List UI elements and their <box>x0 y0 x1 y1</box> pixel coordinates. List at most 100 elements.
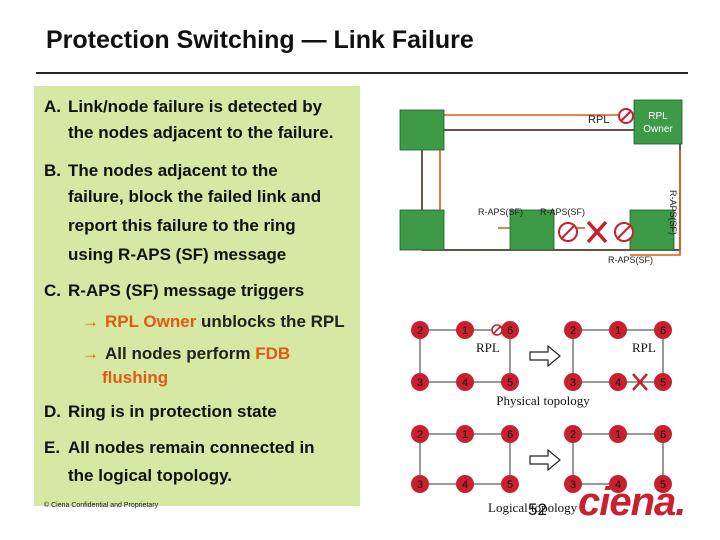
node-1 <box>456 321 474 339</box>
logo-dot-icon: . <box>675 480 686 524</box>
item-e-line2: the logical topology. <box>68 466 233 485</box>
item-d-key: D. <box>44 402 61 421</box>
item-e-line1: All nodes remain connected in <box>68 438 315 457</box>
arrow-icon: → <box>82 312 99 331</box>
node-label: 3 <box>570 377 576 389</box>
title-divider <box>36 72 688 74</box>
node-4 <box>609 373 627 391</box>
item-d: D. Ring is in protection state <box>44 397 277 427</box>
node-label: 3 <box>417 479 423 491</box>
ring-node-bottom-left <box>399 209 445 251</box>
item-a-line2: the nodes adjacent to the failure. <box>68 123 334 142</box>
sub-item-2-rest: flushing <box>102 366 168 390</box>
node-2 <box>564 425 582 443</box>
physical-before: 2 1 6 3 4 5 RPL <box>411 321 519 391</box>
rpl-owner-highlight: RPL Owner <box>105 312 197 331</box>
node-label: 6 <box>660 429 666 441</box>
node-label: 6 <box>507 325 513 337</box>
node-label: 6 <box>507 429 513 441</box>
page-number: 52 <box>528 500 547 519</box>
node-3 <box>564 373 582 391</box>
raps-label-left: R-APS(SF) <box>478 207 523 217</box>
rpl-owner-label-1: RPL <box>648 111 668 122</box>
node-2 <box>564 321 582 339</box>
rpl-block-slash <box>620 110 632 122</box>
ciena-logo: ciena. <box>578 480 686 525</box>
node-4 <box>609 475 627 493</box>
transition-arrow-icon <box>529 448 561 472</box>
logical-after: 2 1 6 3 4 5 <box>564 425 672 493</box>
logo-text: ciena <box>578 480 676 524</box>
node-label: 1 <box>615 325 621 337</box>
topology-diagrams: 2 1 6 3 4 5 RPL 2 1 6 3 4 5 RPL Physical… <box>411 321 672 515</box>
item-d-line1: Ring is in protection state <box>68 402 277 421</box>
block-slash-left <box>561 225 575 239</box>
node-label: 5 <box>660 479 666 491</box>
node-3 <box>411 373 429 391</box>
ring-node-top-left <box>399 109 445 151</box>
item-c-line1: R-APS (SF) message triggers <box>68 281 305 300</box>
fdb-highlight: FDB <box>255 344 291 363</box>
node-label: 2 <box>570 325 576 337</box>
item-b-line3: report this failure to the ring <box>68 216 296 235</box>
node-label: 2 <box>570 429 576 441</box>
node-5 <box>654 373 672 391</box>
ring-node-bottom-right <box>629 209 675 251</box>
transition-arrow-icon <box>529 344 561 368</box>
node-label: 4 <box>615 479 621 491</box>
failure-x-icon-2 <box>586 220 608 244</box>
node-label: 3 <box>570 479 576 491</box>
item-e: E. All nodes remain connected in <box>44 433 315 463</box>
node-1 <box>609 321 627 339</box>
item-b-line4: using R-APS (SF) message <box>68 245 287 264</box>
item-b: B.The nodes adjacent to the <box>44 156 278 186</box>
node-label: 1 <box>462 325 468 337</box>
physical-after: 2 1 6 3 4 5 RPL <box>564 321 672 391</box>
item-c: C.R-APS (SF) message triggers <box>44 276 304 306</box>
node-6 <box>654 321 672 339</box>
node-label: 5 <box>660 377 666 389</box>
rpl-label: RPL <box>476 340 500 355</box>
physical-caption: Physical topology <box>496 393 590 408</box>
node-6 <box>501 425 519 443</box>
node-label: 3 <box>417 377 423 389</box>
node-label: 2 <box>417 325 423 337</box>
node-label: 1 <box>615 429 621 441</box>
item-e-key: E. <box>44 438 61 457</box>
ring-diagram: RPL RPL Owner R-APS(SF) R-APS(SF) R-APS(… <box>399 99 683 265</box>
item-b-key: B. <box>44 161 61 180</box>
node-label: 4 <box>615 377 621 389</box>
logical-before: 2 1 6 3 4 5 <box>411 425 519 493</box>
node-5 <box>654 475 672 493</box>
node-label: 5 <box>507 479 513 491</box>
raps-label-mid: R-APS(SF) <box>540 207 585 217</box>
node-label: 2 <box>417 429 423 441</box>
content-panel <box>34 86 360 506</box>
node-label: 6 <box>660 325 666 337</box>
ring-node-rpl-owner <box>633 99 683 145</box>
node-5 <box>501 475 519 493</box>
node-2 <box>411 425 429 443</box>
footer-copyright: © Ciena Confidential and Proprietary <box>44 502 159 509</box>
node-1 <box>456 425 474 443</box>
node-label: 4 <box>462 479 468 491</box>
item-a-line1: Link/node failure is detected by <box>68 97 323 116</box>
rpl-label: RPL <box>588 114 609 126</box>
rpl-owner-label-2: Owner <box>643 124 673 135</box>
slide-title: Protection Switching — Link Failure <box>46 26 474 54</box>
node-6 <box>501 321 519 339</box>
node-label: 4 <box>462 377 468 389</box>
arrow-icon: → <box>82 344 99 363</box>
logical-caption: Logical topology <box>488 500 578 515</box>
raps-path-right <box>630 150 681 256</box>
sub-item-2-pre: All nodes perform <box>105 344 256 363</box>
sub-item-1-rest: unblocks the RPL <box>196 312 345 331</box>
sub-item-rpl-owner: → RPL Owner unblocks the RPL <box>82 310 345 334</box>
node-5 <box>501 373 519 391</box>
node-4 <box>456 475 474 493</box>
raps-label-vertical: R-APS(SF) <box>668 190 678 235</box>
ring-node-bottom-middle <box>509 209 555 251</box>
block-slash-right <box>617 225 631 239</box>
item-b-line2: failure, block the failed link and <box>68 187 322 206</box>
sub-item-fdb: → All nodes perform FDB <box>82 342 290 366</box>
